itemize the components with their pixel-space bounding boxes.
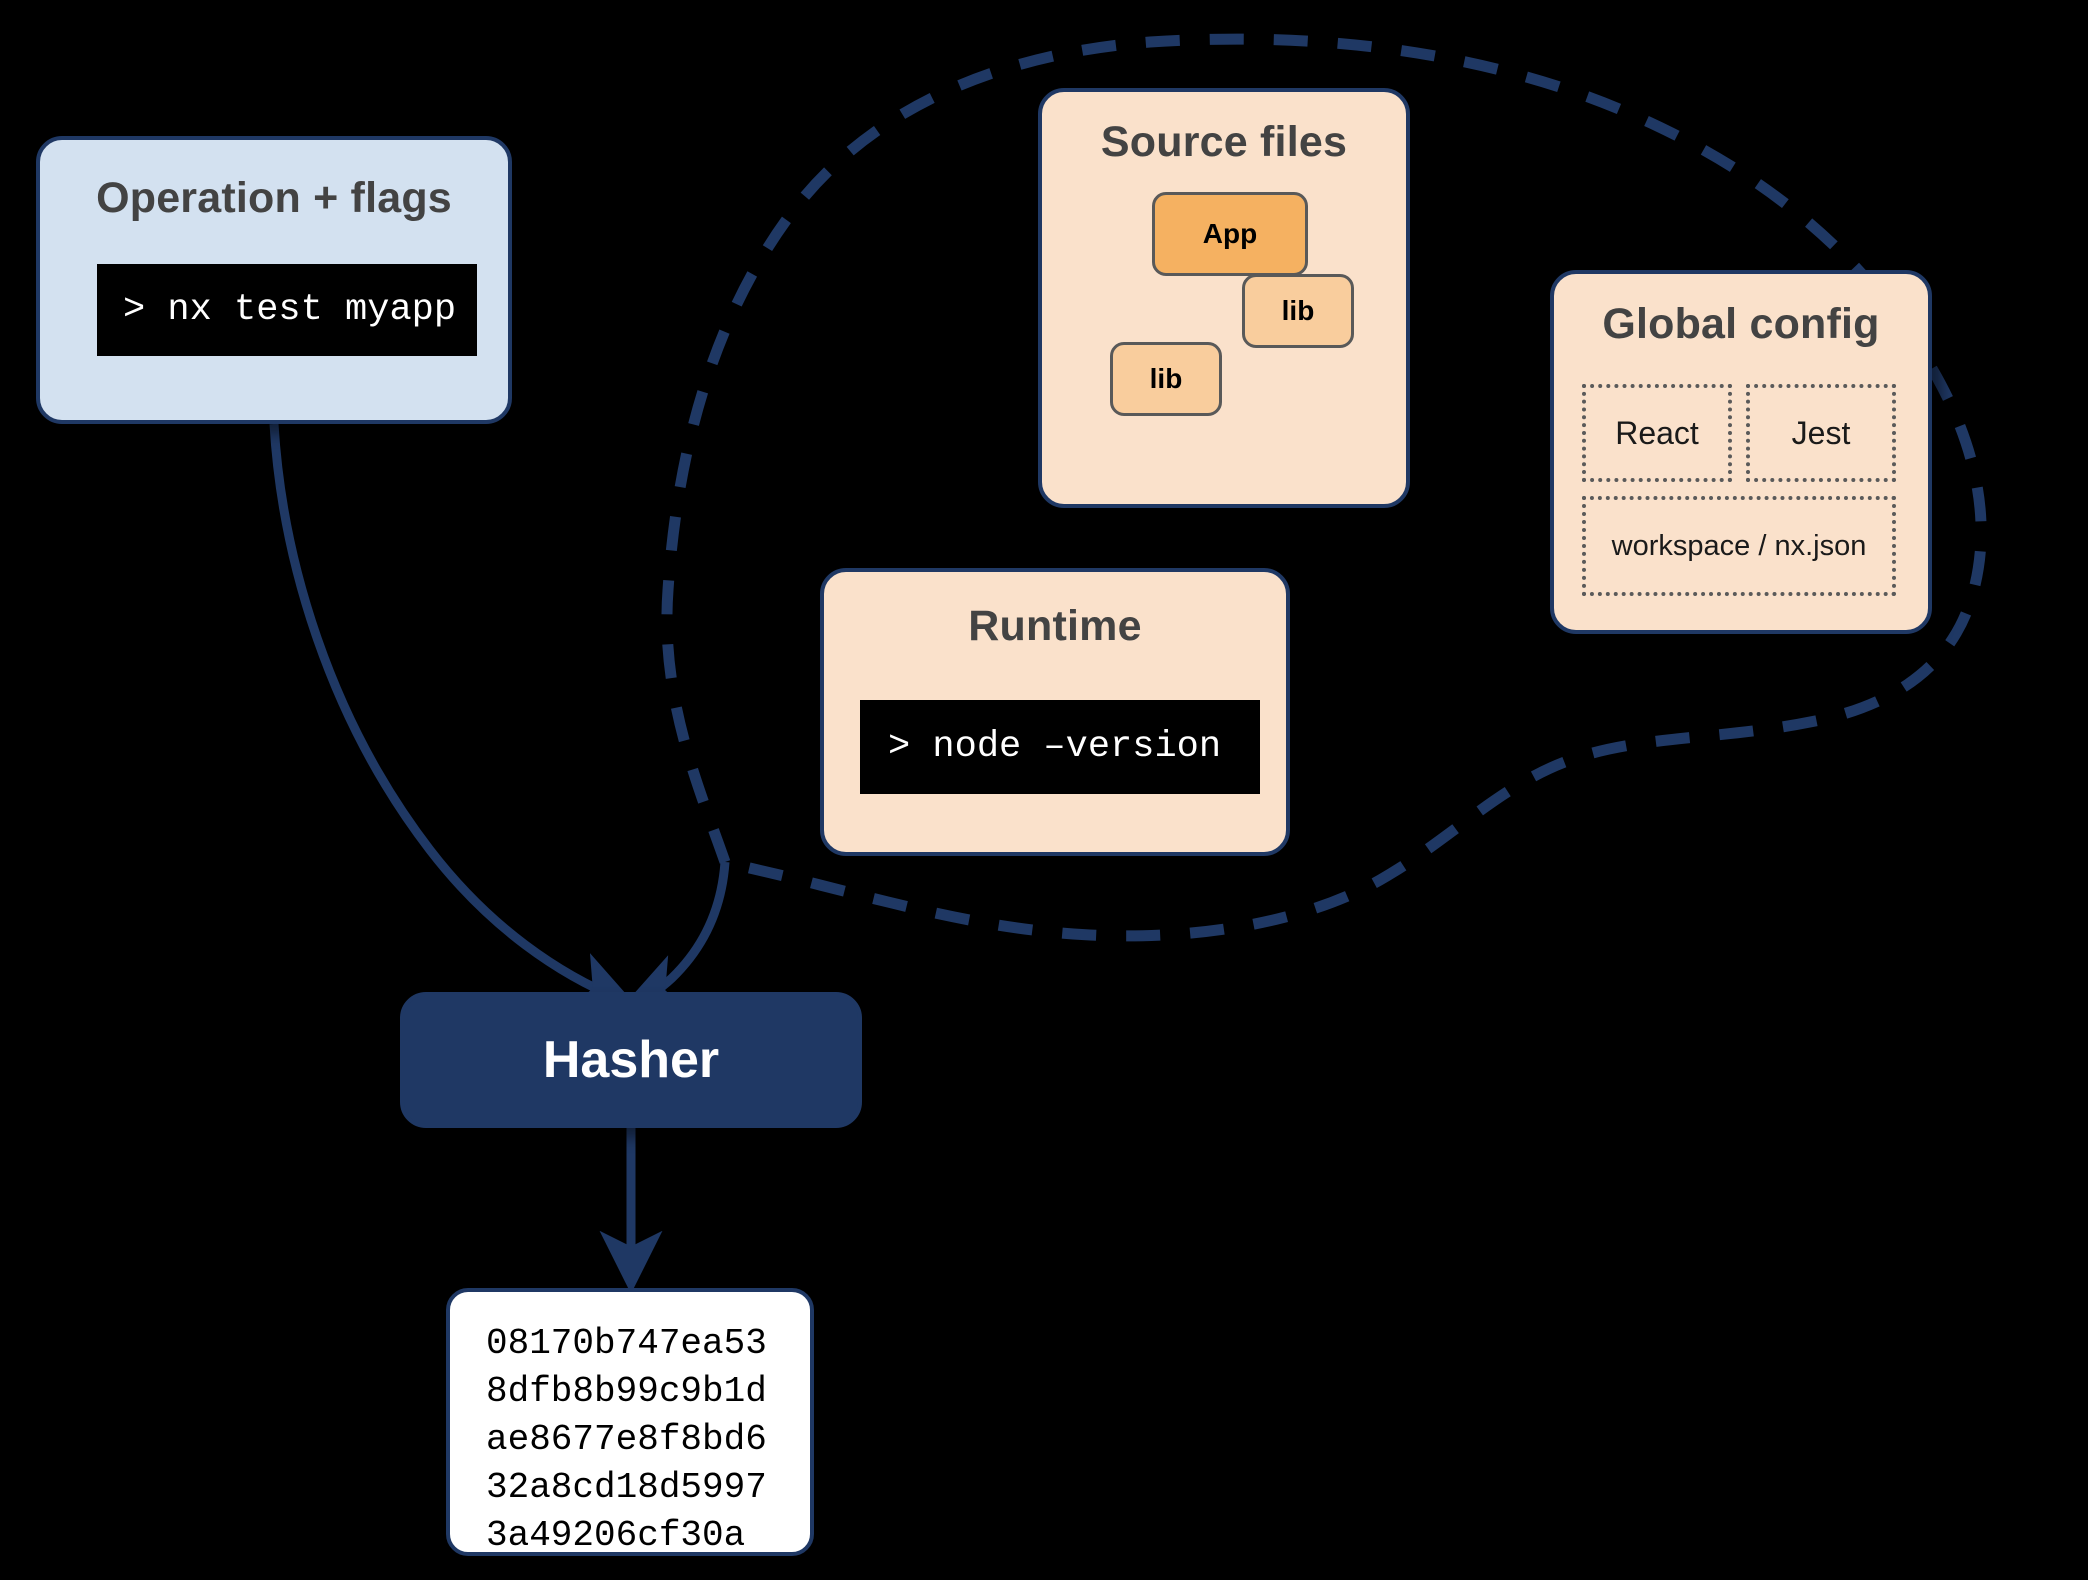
config-cell-workspace-nxjson: workspace / nx.json: [1582, 496, 1896, 596]
operation-flags-title: Operation + flags: [96, 174, 452, 222]
config-cell-jest: Jest: [1746, 384, 1896, 482]
source-files-title: Source files: [1100, 118, 1348, 166]
arrow-inputs-to-hasher: [621, 861, 730, 1014]
runtime-title: Runtime: [968, 602, 1142, 650]
dependency-node-lib-right: lib: [1242, 274, 1354, 348]
runtime-card: Runtime > node –version: [820, 568, 1290, 856]
hasher-label: Hasher: [542, 1031, 720, 1089]
runtime-command-terminal: > node –version: [860, 700, 1260, 794]
dependency-node-app: App: [1152, 192, 1308, 276]
operation-flags-card: Operation + flags > nx test myapp: [36, 136, 512, 424]
operation-command-terminal: > nx test myapp: [97, 264, 477, 356]
dependency-node-lib-left: lib: [1110, 342, 1222, 416]
hash-output-text: 08170b747ea53 8dfb8b99c9b1d ae8677e8f8bd…: [486, 1323, 767, 1556]
arrow-operation-to-hasher: [269, 423, 637, 1012]
hasher-card: Hasher: [400, 992, 862, 1128]
global-config-card: Global config React Jest workspace / nx.…: [1550, 270, 1932, 634]
config-cell-react: React: [1582, 384, 1732, 482]
hash-output-card: 08170b747ea53 8dfb8b99c9b1d ae8677e8f8bd…: [446, 1288, 814, 1556]
source-files-card: Source files App lib lib: [1038, 88, 1410, 508]
global-config-title: Global config: [1602, 300, 1880, 348]
